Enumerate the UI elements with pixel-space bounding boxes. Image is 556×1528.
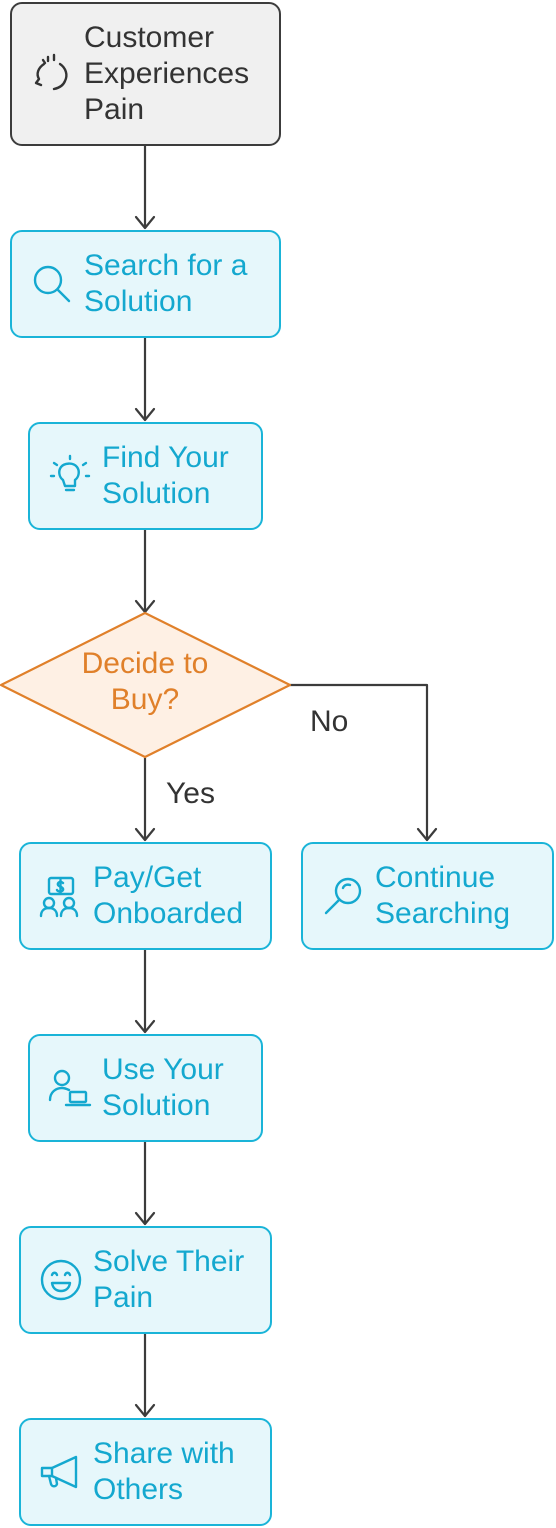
node-continue-searching[interactable]: Continue Searching: [301, 842, 554, 950]
node-search-for-solution[interactable]: Search for a Solution: [10, 230, 281, 338]
node-label: Continue Searching: [375, 861, 511, 930]
edge-find-to-decide: [134, 530, 156, 614]
edge-pay-to-use: [134, 950, 156, 1034]
node-find-your-solution[interactable]: Find Your Solution: [28, 422, 263, 530]
decision-label: Decide to Buy?: [81, 647, 209, 716]
node-label: Share with Others: [93, 1437, 235, 1506]
payment-people-icon: [37, 872, 85, 920]
head-thought-icon: [28, 50, 76, 98]
edge-search-to-find: [134, 338, 156, 422]
node-label: Pay/Get Onboarded: [93, 861, 244, 930]
node-use-your-solution[interactable]: Use Your Solution: [28, 1034, 263, 1142]
edge-solve-to-share: [134, 1334, 156, 1418]
edge-label-yes: Yes: [166, 777, 215, 810]
node-label: Search for a Solution: [84, 249, 248, 318]
user-laptop-icon: [46, 1064, 94, 1112]
node-label: Use Your Solution: [102, 1053, 224, 1122]
edge-decide-to-pay: [134, 758, 156, 842]
node-label: Find Your Solution: [102, 441, 229, 510]
lightbulb-icon: [46, 452, 94, 500]
magnifier-icon: [319, 872, 367, 920]
smiley-icon: [37, 1256, 85, 1304]
node-label: Solve Their Pain: [93, 1245, 245, 1314]
edge-label-no: No: [310, 705, 349, 738]
node-share-with-others[interactable]: Share with Others: [19, 1418, 272, 1526]
node-customer-experiences-pain[interactable]: Customer Experiences Pain: [10, 2, 281, 146]
node-pay-get-onboarded[interactable]: Pay/Get Onboarded: [19, 842, 272, 950]
edge-decide-to-continue: [290, 683, 438, 842]
edge-pain-to-search: [134, 146, 156, 230]
magnifier-icon: [28, 260, 76, 308]
edge-use-to-solve: [134, 1142, 156, 1226]
node-solve-their-pain[interactable]: Solve Their Pain: [19, 1226, 272, 1334]
decision-diamond: [0, 611, 292, 759]
node-label: Customer Experiences Pain: [84, 21, 250, 126]
megaphone-icon: [37, 1448, 85, 1496]
